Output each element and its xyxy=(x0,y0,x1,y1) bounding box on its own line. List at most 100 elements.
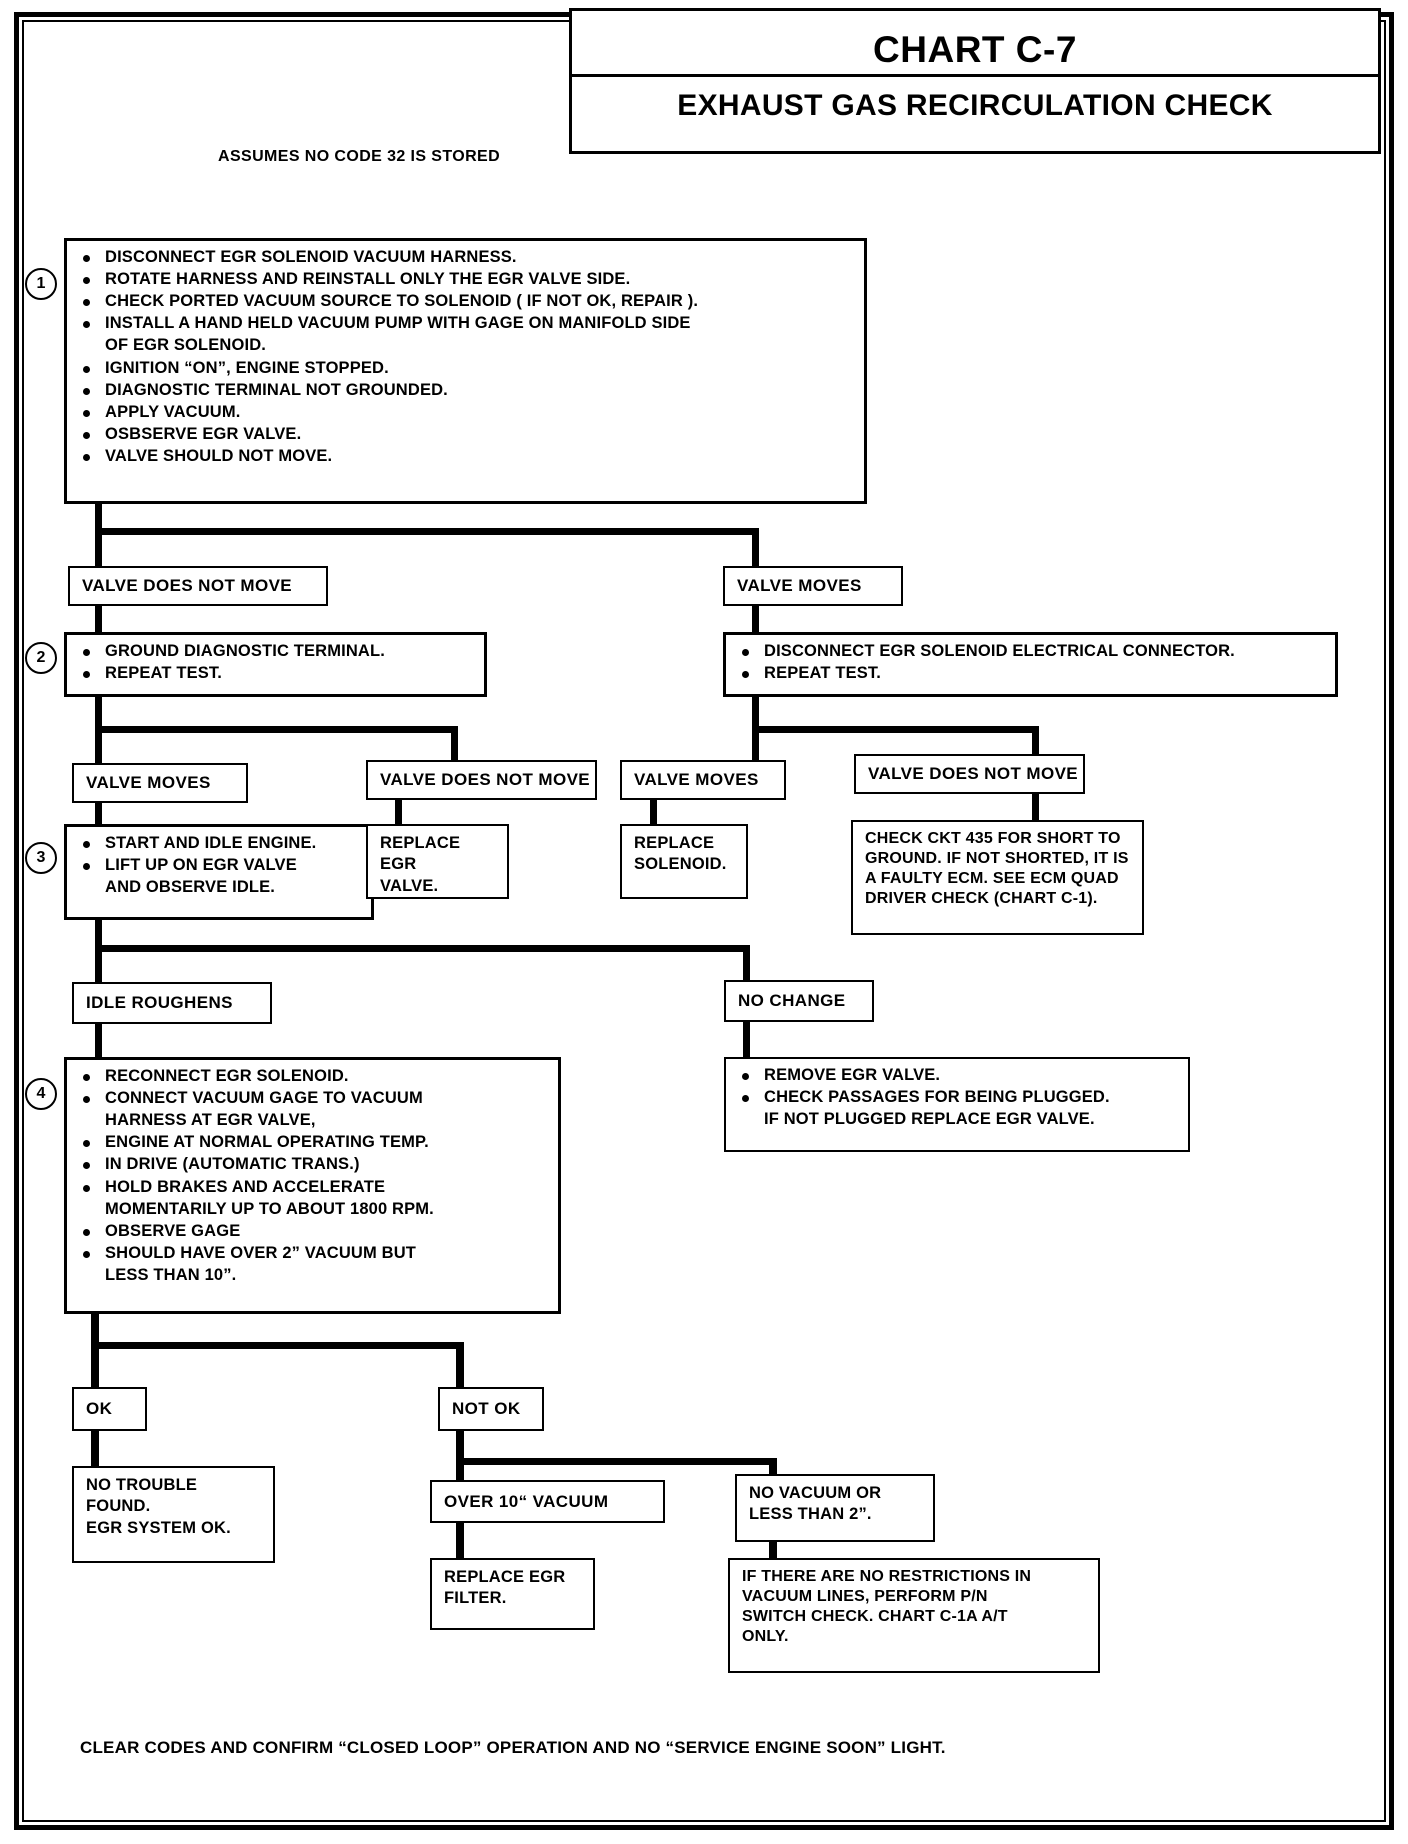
connector-ok-down xyxy=(91,1430,99,1466)
list-item: REMOVE EGR VALVE. xyxy=(734,1065,1182,1086)
connector-step2l-down xyxy=(95,697,102,733)
connector-level5-left-down xyxy=(456,1458,464,1488)
connector-level2-left-right-down xyxy=(451,726,458,763)
connector-2a-down xyxy=(95,802,102,832)
connector-level2-right-bus xyxy=(752,726,1039,733)
branch-ok: OK xyxy=(72,1387,147,1431)
result-text: REPLACE SOLENOID. xyxy=(634,834,727,874)
list-item: IN DRIVE (AUTOMATIC TRANS.) xyxy=(75,1154,552,1175)
step-1-box: DISCONNECT EGR SOLENOID VACUUM HARNESS. … xyxy=(64,238,867,504)
branch-not-ok: NOT OK xyxy=(438,1387,544,1431)
footer-note: CLEAR CODES AND CONFIRM “CLOSED LOOP” OP… xyxy=(80,1738,946,1757)
list-item-cont: MOMENTARILY UP TO ABOUT 1800 RPM. xyxy=(105,1199,434,1218)
connector-level3-left-down xyxy=(95,945,102,985)
connector-step1-down xyxy=(95,504,102,534)
no-change-list: REMOVE EGR VALVE. CHECK PASSAGES FOR BEI… xyxy=(726,1059,1188,1135)
list-item: VALVE SHOULD NOT MOVE. xyxy=(75,446,858,467)
connector-level1-bus xyxy=(95,528,759,535)
result-replace-egr-filter: REPLACE EGR FILTER. xyxy=(430,1558,595,1630)
branch-no-change: NO CHANGE xyxy=(724,980,874,1022)
step-2-right-list: DISCONNECT EGR SOLENOID ELECTRICAL CONNE… xyxy=(726,635,1335,689)
step-1-list: DISCONNECT EGR SOLENOID VACUUM HARNESS. … xyxy=(67,241,864,472)
connector-level1-left-down xyxy=(95,528,102,566)
list-item: DISCONNECT EGR SOLENOID VACUUM HARNESS. xyxy=(75,247,858,268)
result-check-ckt-435: CHECK CKT 435 FOR SHORT TO GROUND. IF NO… xyxy=(851,820,1144,935)
branch-no-vacuum-or-less: NO VACUUM OR LESS THAN 2”. xyxy=(735,1474,935,1542)
branch-valve-moves-2c: VALVE MOVES xyxy=(620,760,786,800)
result-pn-switch-check: IF THERE ARE NO RESTRICTIONS IN VACUUM L… xyxy=(728,1558,1100,1673)
connector-no-change-down xyxy=(743,1021,750,1057)
branch-idle-roughens: IDLE ROUGHENS xyxy=(72,982,272,1024)
result-replace-egr-valve: REPLACE EGR VALVE. xyxy=(366,824,509,899)
result-text: NO TROUBLE FOUND. EGR SYSTEM OK. xyxy=(86,1476,231,1537)
connector-branch1l-down xyxy=(95,606,102,634)
title-block: CHART C-7 EXHAUST GAS RECIRCULATION CHEC… xyxy=(569,8,1381,154)
list-item-cont: AND OBSERVE IDLE. xyxy=(105,878,276,897)
step-number-1: 1 xyxy=(25,268,57,300)
branch-label: VALVE DOES NOT MOVE xyxy=(82,576,293,595)
list-item: CONNECT VACUUM GAGE TO VACUUM xyxy=(75,1088,552,1109)
connector-level4-right-down xyxy=(456,1342,464,1387)
list-item: REPEAT TEST. xyxy=(734,663,1329,684)
branch-valve-moves-1: VALVE MOVES xyxy=(723,566,903,606)
result-text: REPLACE EGR FILTER. xyxy=(444,1568,566,1608)
branch-label: NO VACUUM OR LESS THAN 2”. xyxy=(749,1484,882,1524)
branch-label: VALVE MOVES xyxy=(86,773,211,792)
list-item: CHECK PORTED VACUUM SOURCE TO SOLENOID (… xyxy=(75,291,858,312)
step-3-box: START AND IDLE ENGINE. LIFT UP ON EGR VA… xyxy=(64,824,374,920)
list-item: GROUND DIAGNOSTIC TERMINAL. xyxy=(75,641,478,662)
no-change-actions-box: REMOVE EGR VALVE. CHECK PASSAGES FOR BEI… xyxy=(724,1057,1190,1152)
connector-2b-down xyxy=(395,800,402,830)
list-item: ROTATE HARNESS AND REINSTALL ONLY THE EG… xyxy=(75,269,858,290)
list-item: DIAGNOSTIC TERMINAL NOT GROUNDED. xyxy=(75,380,858,401)
list-item: SHOULD HAVE OVER 2” VACUUM BUT xyxy=(75,1243,552,1264)
step-3-list: START AND IDLE ENGINE. LIFT UP ON EGR VA… xyxy=(67,827,371,903)
connector-notok-down xyxy=(456,1430,464,1465)
branch-label: NOT OK xyxy=(452,1399,521,1418)
connector-level3-bus xyxy=(95,945,750,952)
branch-label: IDLE ROUGHENS xyxy=(86,993,233,1012)
connector-level2-right-right-down xyxy=(1032,726,1039,763)
step-2-left-list: GROUND DIAGNOSTIC TERMINAL. REPEAT TEST. xyxy=(67,635,484,689)
branch-valve-does-not-move-2d: VALVE DOES NOT MOVE xyxy=(854,754,1085,794)
step-4-box: RECONNECT EGR SOLENOID. CONNECT VACUUM G… xyxy=(64,1057,561,1314)
step-2-left-box: GROUND DIAGNOSTIC TERMINAL. REPEAT TEST. xyxy=(64,632,487,697)
step-number-3: 3 xyxy=(25,842,57,874)
connector-level1-right-down xyxy=(752,528,759,566)
branch-valve-does-not-move-1: VALVE DOES NOT MOVE xyxy=(68,566,328,606)
result-no-trouble-found: NO TROUBLE FOUND. EGR SYSTEM OK. xyxy=(72,1466,275,1563)
result-text: REPLACE EGR VALVE. xyxy=(380,834,461,895)
branch-label: OVER 10“ VACUUM xyxy=(444,1491,609,1511)
connector-over10-down xyxy=(456,1522,464,1558)
connector-step4-down xyxy=(91,1314,99,1360)
list-item: CHECK PASSAGES FOR BEING PLUGGED. xyxy=(734,1087,1182,1108)
connector-level2-left-left-down xyxy=(95,726,102,763)
list-item: HOLD BRAKES AND ACCELERATE xyxy=(75,1177,552,1198)
chart-title: CHART C-7 xyxy=(873,29,1077,70)
list-item: OSBSERVE EGR VALVE. xyxy=(75,424,858,445)
branch-label: NO CHANGE xyxy=(738,991,846,1010)
connector-level4-bus xyxy=(91,1342,463,1349)
list-item: LIFT UP ON EGR VALVE xyxy=(75,855,365,876)
connector-branch1r-down xyxy=(752,606,759,634)
list-item: OBSERVE GAGE xyxy=(75,1221,552,1242)
connector-2c-down xyxy=(650,800,657,830)
list-item-cont: HARNESS AT EGR VALVE, xyxy=(105,1111,316,1130)
connector-idle-roughens-down xyxy=(95,1023,102,1059)
result-replace-solenoid: REPLACE SOLENOID. xyxy=(620,824,748,899)
list-item: START AND IDLE ENGINE. xyxy=(75,833,365,854)
branch-label: VALVE DOES NOT MOVE xyxy=(868,764,1079,783)
connector-level5-right-down xyxy=(769,1458,777,1488)
connector-level2-right-left-down xyxy=(752,726,759,763)
connector-level3-right-down xyxy=(743,945,750,985)
connector-step2r-down xyxy=(752,697,759,733)
list-item: DISCONNECT EGR SOLENOID ELECTRICAL CONNE… xyxy=(734,641,1329,662)
connector-2d-down xyxy=(1032,794,1039,824)
list-item-cont: LESS THAN 10”. xyxy=(105,1265,237,1284)
list-item: INSTALL A HAND HELD VACUUM PUMP WITH GAG… xyxy=(75,313,858,334)
result-text: IF THERE ARE NO RESTRICTIONS IN VACUUM L… xyxy=(742,1568,1032,1646)
connector-step3-down xyxy=(95,920,102,960)
connector-level4-left-down xyxy=(91,1342,99,1387)
connector-level2-left-bus xyxy=(95,726,458,733)
